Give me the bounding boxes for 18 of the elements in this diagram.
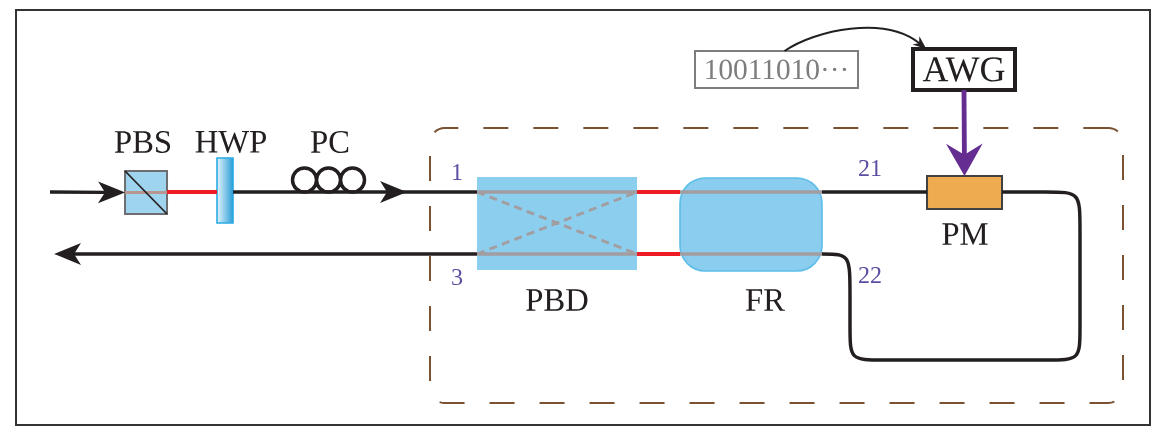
fiber-line [233,190,282,194]
component-label: FR [745,289,785,311]
fiber-line [167,190,217,194]
component-label: HWP [195,131,266,153]
component-label: PC [311,131,349,153]
port-number: 22 [859,267,881,283]
port-number: 21 [859,160,881,176]
component-label: PM [942,223,988,245]
generator-box: AWG [911,47,1017,92]
fiber-loop [822,190,1082,362]
component-label: PBD [526,289,588,311]
port-number: 3 [452,268,463,286]
component-label: PBS [114,131,171,153]
port-number: 1 [453,164,462,180]
fiber-line [637,252,680,256]
bit-sequence-box: 10011010··· [694,50,859,89]
fiber-line [822,190,927,194]
fiber-line [637,190,680,194]
